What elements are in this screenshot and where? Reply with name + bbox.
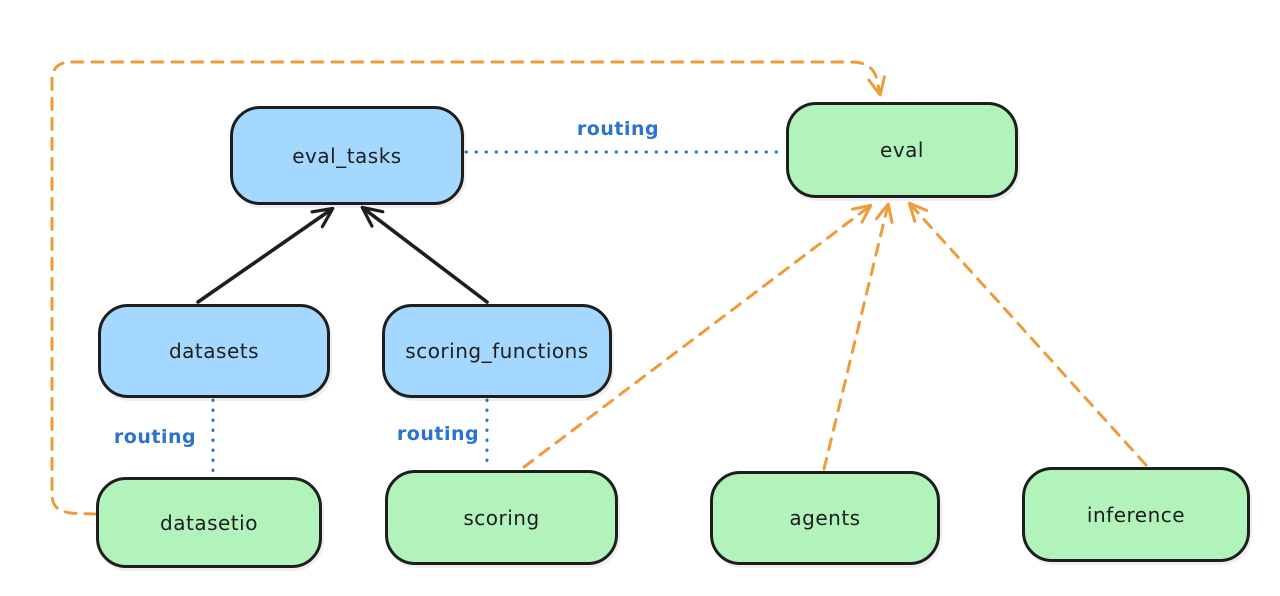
routing-label-datasets-datasetio: routing: [113, 426, 197, 448]
edge-agents-to-eval: [822, 202, 894, 471]
node-scoring: scoring: [385, 470, 618, 565]
node-datasetio: datasetio: [96, 477, 322, 568]
node-agents: agents: [710, 471, 940, 565]
edge-scoring-functions-to-eval-tasks: [360, 205, 489, 304]
node-scoring-functions-label: scoring_functions: [405, 339, 589, 363]
node-inference-label: inference: [1086, 502, 1186, 527]
node-scoring-label: scoring: [463, 505, 540, 530]
node-inference: inference: [1022, 467, 1250, 562]
node-eval: eval: [786, 102, 1018, 198]
node-datasetio-label: datasetio: [160, 510, 258, 535]
edge-inference-to-eval: [907, 201, 1148, 467]
node-eval-tasks: eval_tasks: [230, 106, 464, 205]
edge-datasets-to-eval-tasks: [196, 206, 335, 304]
routing-label-eval-tasks-eval: routing: [576, 118, 660, 140]
node-datasets: datasets: [98, 304, 330, 398]
routing-label-scoring-functions-scoring: routing: [396, 423, 480, 445]
node-eval-tasks-label: eval_tasks: [292, 143, 402, 168]
node-scoring-functions: scoring_functions: [382, 304, 612, 398]
node-agents-label: agents: [789, 506, 861, 530]
node-eval-label: eval: [880, 138, 924, 162]
node-datasets-label: datasets: [168, 339, 260, 363]
